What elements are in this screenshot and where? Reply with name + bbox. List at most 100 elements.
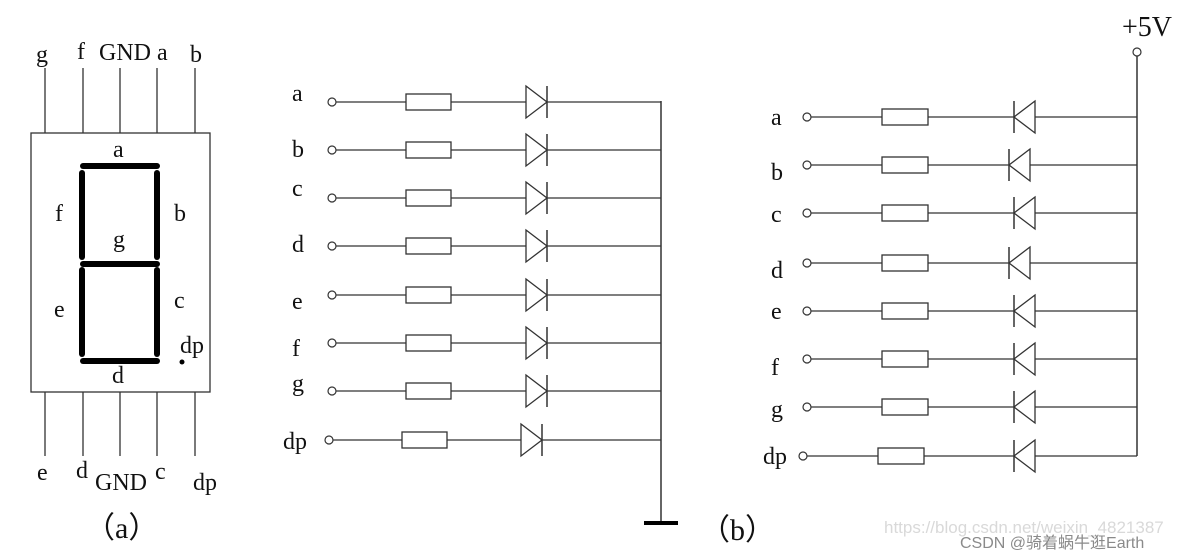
ca-row-label: c xyxy=(771,202,782,228)
ca-row-label: dp xyxy=(763,444,787,470)
ca-row-c: c xyxy=(771,195,1137,231)
segment-dp xyxy=(179,359,185,365)
ca-row-label: a xyxy=(771,105,782,131)
ca-row-d: d xyxy=(771,245,1137,284)
pin-label-bottom-c: c xyxy=(155,459,166,485)
ca-row-label: g xyxy=(771,397,783,423)
ca-row-label: d xyxy=(771,258,783,284)
segment-label-e: e xyxy=(54,297,65,323)
resistor-icon xyxy=(401,431,448,449)
input-terminal xyxy=(327,241,337,251)
input-terminal xyxy=(802,354,812,364)
ca-row-e: e xyxy=(771,293,1137,329)
pin-label-bottom-e: e xyxy=(37,460,48,486)
supply-label: +5V xyxy=(1122,12,1172,43)
pin-label-top-a: a xyxy=(157,40,168,66)
cc-row-c: c xyxy=(292,176,661,216)
diode-icon xyxy=(525,180,549,216)
watermark-url: https://blog.csdn.net/weixin_4821387 xyxy=(884,518,1164,537)
diode-icon xyxy=(1012,293,1036,329)
input-terminal xyxy=(802,160,812,170)
cc-row-label: b xyxy=(292,137,304,163)
resistor-icon xyxy=(405,237,452,255)
input-terminal xyxy=(798,451,808,461)
caption-b: （b） xyxy=(700,514,775,547)
cc-row-d: d xyxy=(292,228,661,264)
resistor-icon xyxy=(877,447,925,465)
resistor-icon xyxy=(405,93,452,111)
input-terminal xyxy=(327,145,337,155)
cc-row-label: g xyxy=(292,371,304,397)
diode-icon xyxy=(525,373,549,409)
pin-label-top-gnd: GND xyxy=(99,40,151,66)
segment-label-a: a xyxy=(113,137,124,163)
input-terminal xyxy=(802,258,812,268)
diode-icon xyxy=(1012,195,1036,231)
input-terminal xyxy=(802,402,812,412)
caption-a: （a） xyxy=(85,512,158,545)
resistor-icon xyxy=(405,286,452,304)
cc-row-label: a xyxy=(292,81,303,107)
diode-icon xyxy=(520,422,544,458)
input-terminal xyxy=(324,435,334,445)
diode-icon xyxy=(1012,389,1036,425)
cc-row-b: b xyxy=(292,132,661,168)
input-terminal xyxy=(327,97,337,107)
ca-row-b: b xyxy=(771,147,1137,186)
resistor-icon xyxy=(881,350,929,368)
resistor-icon xyxy=(881,108,929,126)
diode-icon xyxy=(1012,341,1036,377)
cc-row-a: a xyxy=(292,81,661,120)
resistor-icon xyxy=(881,156,929,174)
resistor-icon xyxy=(405,334,452,352)
resistor-icon xyxy=(405,141,452,159)
input-terminal xyxy=(327,193,337,203)
ca-row-a: a xyxy=(771,99,1137,135)
segments xyxy=(79,163,160,364)
input-terminal xyxy=(802,306,812,316)
ca-row-label: b xyxy=(771,160,783,186)
resistor-icon xyxy=(881,254,929,272)
pin-label-bottom-gnd: GND xyxy=(95,470,147,496)
segment-label-g: g xyxy=(113,227,125,253)
diode-icon xyxy=(525,228,549,264)
input-terminal xyxy=(327,290,337,300)
cc-row-label: f xyxy=(292,336,300,362)
pin-label-bottom-d: d xyxy=(76,458,88,484)
ca-row-g: g xyxy=(771,389,1137,425)
resistor-icon xyxy=(405,382,452,400)
segment-label-dp: dp xyxy=(180,333,204,359)
diode-icon xyxy=(1012,99,1036,135)
cc-row-f: f xyxy=(292,325,661,362)
diode-icon xyxy=(1012,438,1036,474)
pin-label-top-f: f xyxy=(77,39,85,65)
segment-label-b: b xyxy=(174,201,186,227)
cc-row-label: dp xyxy=(283,429,307,455)
cc-row-label: d xyxy=(292,232,304,258)
cc-row-label: e xyxy=(292,289,303,315)
pin-label-top-b: b xyxy=(190,42,202,68)
ca-row-label: f xyxy=(771,355,779,381)
diode-icon xyxy=(1007,245,1031,281)
diode-icon xyxy=(1007,147,1031,183)
segment-label-d: d xyxy=(112,363,124,389)
input-terminal xyxy=(327,338,337,348)
pin-label-top-g: g xyxy=(36,42,48,68)
diode-icon xyxy=(525,277,549,313)
segment-label-f: f xyxy=(55,201,63,227)
supply-terminal xyxy=(1132,47,1142,57)
pin-label-bottom-dp: dp xyxy=(193,470,217,496)
resistor-icon xyxy=(881,204,929,222)
cc-row-g: g xyxy=(292,371,661,409)
ca-row-f: f xyxy=(771,341,1137,381)
input-terminal xyxy=(802,208,812,218)
diode-icon xyxy=(525,84,549,120)
common-cathode-circuit: a bc d efg dp xyxy=(283,81,678,525)
cc-row-label: c xyxy=(292,176,303,202)
diode-icon xyxy=(525,132,549,168)
input-terminal xyxy=(802,112,812,122)
diode-icon xyxy=(525,325,549,361)
ca-row-dp: dp xyxy=(763,438,1137,474)
watermark-author: CSDN @骑着蜗牛逛Earth xyxy=(960,534,1144,552)
